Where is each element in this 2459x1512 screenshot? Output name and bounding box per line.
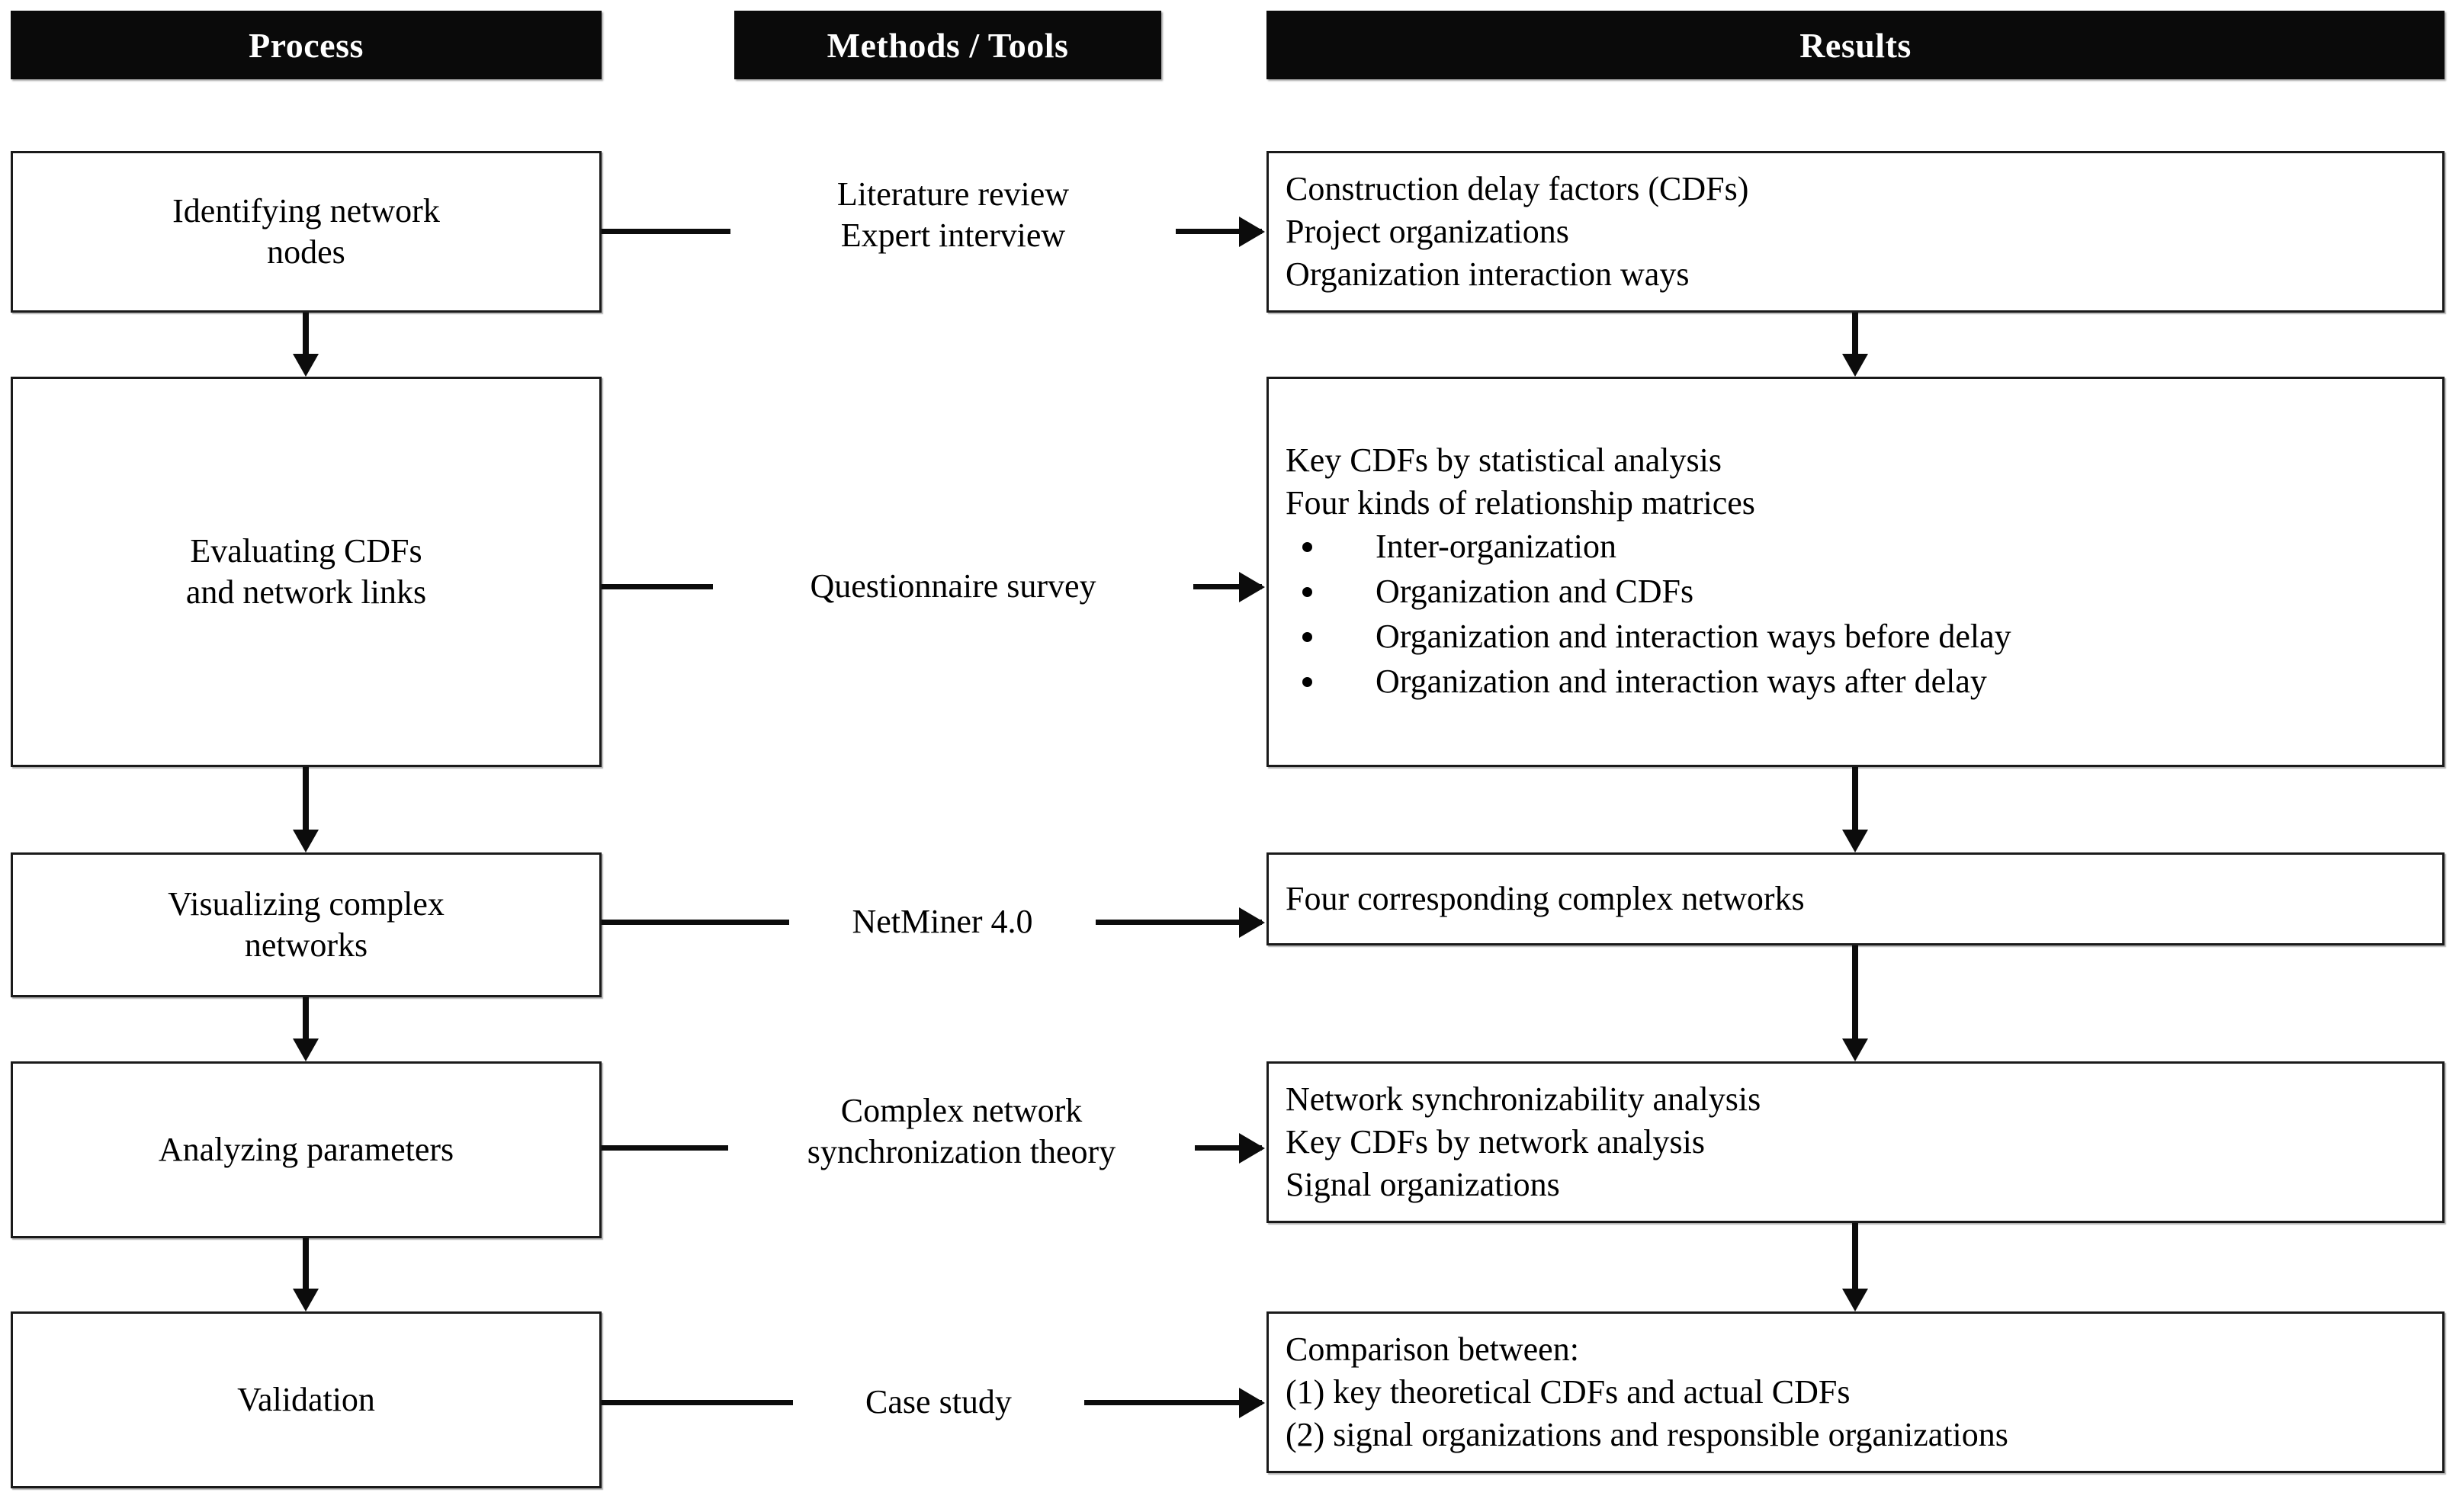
- method-line-1: Questionnaire survey: [810, 567, 1096, 605]
- results-line: Organization interaction ways: [1286, 255, 1690, 294]
- results-line: Network synchronizability analysis: [1286, 1080, 1761, 1118]
- method-label-5: Case study: [793, 1382, 1084, 1423]
- results-box-1[interactable]: Construction delay factors (CDFs) Projec…: [1266, 151, 2445, 313]
- results-bullet-list: Inter-organization Organization and CDFs…: [1286, 525, 2442, 705]
- process-line-2: networks: [244, 926, 368, 964]
- process-box-visualizing[interactable]: Visualizing complex networks: [11, 852, 602, 997]
- method-line-1: Case study: [865, 1383, 1012, 1421]
- results-line: Construction delay factors (CDFs): [1286, 169, 1749, 207]
- method-label-3: NetMiner 4.0: [789, 901, 1096, 942]
- method-label-4: Complex network synchronization theory: [728, 1090, 1195, 1173]
- method-label-1: Literature review Expert interview: [730, 174, 1176, 256]
- results-box-5[interactable]: Comparison between: (1) key theoretical …: [1266, 1311, 2445, 1473]
- results-bullet-item: Organization and CDFs: [1286, 570, 2442, 615]
- process-box-evaluating[interactable]: Evaluating CDFs and network links: [11, 377, 602, 767]
- results-line: Project organizations: [1286, 212, 1569, 250]
- process-box-evaluating-text: Evaluating CDFs and network links: [186, 531, 426, 612]
- process-line-1: Identifying network: [172, 192, 440, 230]
- connector-arrowhead-3: [1239, 907, 1265, 938]
- results-line: (2) signal organizations and responsible…: [1286, 1416, 2008, 1454]
- results-box-2[interactable]: Key CDFs by statistical analysis Four ki…: [1266, 377, 2445, 767]
- process-line-2: and network links: [185, 573, 427, 611]
- process-line-1: Analyzing parameters: [158, 1131, 454, 1169]
- connector-arrowhead-5: [1239, 1388, 1265, 1418]
- results-bullet-item: Organization and interaction ways after …: [1286, 660, 2442, 705]
- results-line: Four corresponding complex networks: [1286, 879, 1805, 917]
- results-bullet-item: Organization and interaction ways before…: [1286, 615, 2442, 660]
- method-label-2: Questionnaire survey: [713, 566, 1193, 607]
- results-bullet-item: Inter-organization: [1286, 525, 2442, 570]
- column-header-results-label: Results: [1799, 25, 1912, 65]
- process-box-identifying[interactable]: Identifying network nodes: [11, 151, 602, 313]
- process-box-validation[interactable]: Validation: [11, 1311, 602, 1488]
- process-box-analyzing-text: Analyzing parameters: [159, 1129, 454, 1170]
- method-line-1: Literature review: [836, 175, 1070, 213]
- results-box-4[interactable]: Network synchronizability analysis Key C…: [1266, 1061, 2445, 1223]
- method-line-1: Complex network: [840, 1092, 1083, 1129]
- process-box-validation-text: Validation: [237, 1379, 375, 1421]
- column-header-methods: Methods / Tools: [734, 11, 1161, 79]
- connector-arrowhead-4: [1239, 1133, 1265, 1164]
- process-line-2: nodes: [267, 233, 345, 271]
- column-header-process: Process: [11, 11, 602, 79]
- method-line-1: NetMiner 4.0: [852, 903, 1033, 940]
- process-line-1: Validation: [237, 1381, 375, 1419]
- connector-arrowhead-1: [1239, 217, 1265, 247]
- process-line-1: Visualizing complex: [168, 885, 445, 923]
- process-box-identifying-text: Identifying network nodes: [172, 191, 440, 272]
- results-line: Key CDFs by statistical analysis: [1286, 441, 1722, 479]
- connector-arrowhead-2: [1239, 572, 1265, 602]
- column-header-process-label: Process: [249, 25, 364, 65]
- column-header-methods-label: Methods / Tools: [827, 25, 1069, 65]
- process-line-1: Evaluating CDFs: [190, 532, 422, 570]
- results-line: Four kinds of relationship matrices: [1286, 484, 1755, 522]
- process-box-analyzing[interactable]: Analyzing parameters: [11, 1061, 602, 1238]
- results-box-3[interactable]: Four corresponding complex networks: [1266, 852, 2445, 945]
- column-header-results: Results: [1266, 11, 2445, 79]
- results-line: Comparison between:: [1286, 1330, 1579, 1368]
- results-line: Signal organizations: [1286, 1166, 1560, 1204]
- method-line-2: Expert interview: [840, 216, 1066, 254]
- results-line: Key CDFs by network analysis: [1286, 1122, 1705, 1160]
- results-line: (1) key theoretical CDFs and actual CDFs: [1286, 1372, 1851, 1411]
- process-box-visualizing-text: Visualizing complex networks: [168, 884, 445, 965]
- method-line-2: synchronization theory: [807, 1132, 1116, 1170]
